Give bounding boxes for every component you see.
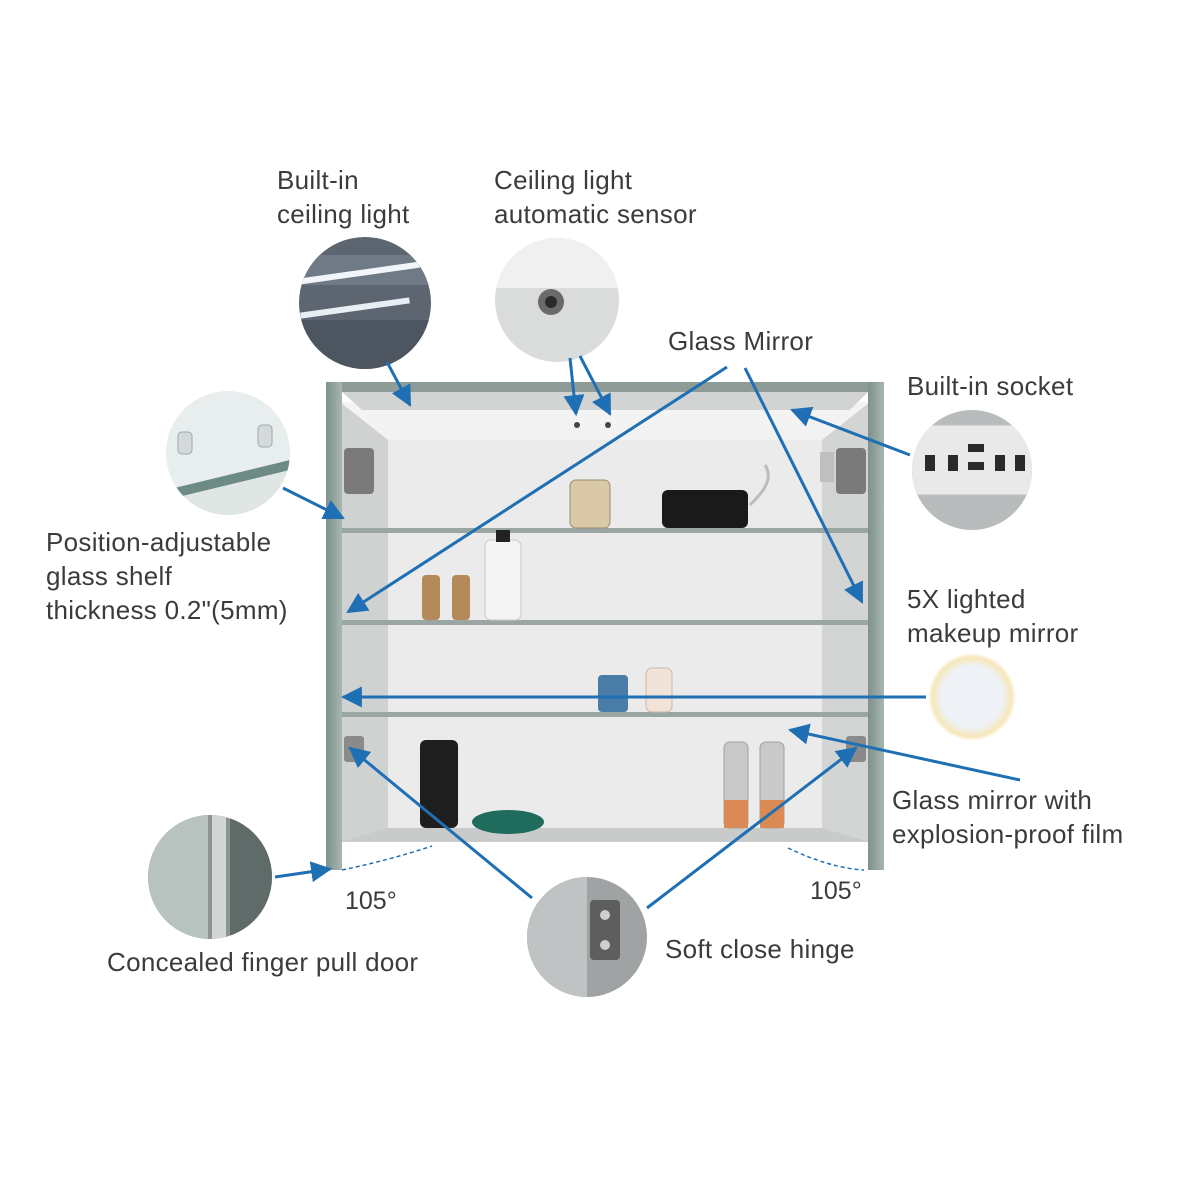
socket-detail bbox=[912, 410, 1032, 530]
left-door-edge bbox=[326, 382, 342, 870]
glass-shelf-2 bbox=[340, 620, 870, 625]
item-phone bbox=[662, 490, 748, 528]
label-explosion-film: Glass mirror with explosion-proof film bbox=[892, 785, 1124, 849]
arrow-socket bbox=[790, 406, 911, 457]
item-bottle-2 bbox=[452, 575, 470, 620]
glass-shelf-1 bbox=[340, 528, 870, 533]
arrow-ceiling-light bbox=[385, 361, 412, 407]
label-left-angle: 105° bbox=[345, 887, 397, 915]
label-makeup-mirror: 5X lighted makeup mirror bbox=[907, 584, 1079, 648]
finger-pull-detail bbox=[148, 815, 272, 939]
hinge-detail bbox=[527, 877, 647, 997]
left-angle-arc bbox=[341, 845, 433, 871]
cabinet-bottom bbox=[340, 828, 870, 842]
arrow-glass-mirror-right bbox=[743, 367, 864, 604]
makeup-mirror-detail bbox=[928, 653, 1016, 741]
arrow-sensor-2 bbox=[578, 355, 612, 416]
item-blue-bottle bbox=[598, 675, 628, 712]
label-finger-pull: Concealed finger pull door bbox=[107, 947, 419, 977]
shelf-bracket-detail bbox=[166, 391, 290, 515]
item-bottle-1 bbox=[422, 575, 440, 620]
item-pump-bottle bbox=[484, 539, 522, 621]
label-glass-mirror: Glass Mirror bbox=[668, 326, 814, 356]
arrow-hinge-right bbox=[646, 746, 858, 910]
label-sensor: Ceiling light automatic sensor bbox=[494, 165, 697, 229]
arrow-glass-mirror-left bbox=[346, 365, 728, 614]
arrow-explosion-film bbox=[787, 723, 1021, 782]
right-door-edge bbox=[868, 382, 884, 870]
cabinet-top-frame bbox=[330, 382, 880, 392]
callout-arrows bbox=[274, 355, 1021, 910]
arrow-shelf bbox=[282, 486, 345, 520]
arrow-hinge-left bbox=[348, 746, 533, 900]
label-right-angle: 105° bbox=[810, 877, 862, 905]
right-angle-arc bbox=[787, 847, 865, 871]
arrow-finger-pull bbox=[274, 861, 333, 883]
item-black-bottle bbox=[420, 740, 458, 828]
ceiling-light-detail bbox=[299, 237, 431, 369]
item-perfume-bottle bbox=[569, 479, 611, 529]
item-small-bottle bbox=[645, 667, 673, 713]
label-hinge: Soft close hinge bbox=[665, 934, 855, 964]
arrow-sensor-1 bbox=[563, 357, 585, 417]
sensor-detail bbox=[495, 238, 619, 362]
label-socket: Built-in socket bbox=[907, 371, 1074, 401]
label-ceiling-light: Built-in ceiling light bbox=[277, 165, 410, 229]
glass-shelf-3 bbox=[340, 712, 870, 717]
label-shelf: Position-adjustable glass shelf thicknes… bbox=[46, 527, 288, 625]
item-green-dish bbox=[472, 810, 544, 834]
